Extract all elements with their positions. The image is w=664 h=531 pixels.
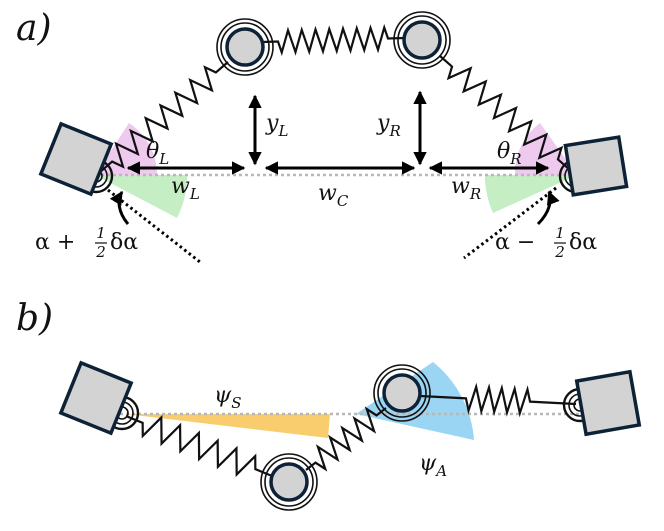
y-l-label: yL bbox=[265, 111, 288, 140]
svg-text:δα: δα bbox=[110, 230, 138, 255]
panel-a: a) bbox=[16, 8, 629, 264]
svg-text:1: 1 bbox=[96, 224, 106, 242]
left-block-b bbox=[58, 360, 134, 436]
svg-text:δα: δα bbox=[569, 230, 597, 255]
left-arm-line bbox=[107, 188, 201, 264]
right-mass-a bbox=[393, 11, 451, 69]
spring-right-a bbox=[439, 55, 571, 171]
svg-text:α −: α − bbox=[495, 230, 535, 255]
left-mass-a bbox=[216, 18, 274, 76]
panel-b: b) bbox=[16, 298, 642, 511]
right-arm-line bbox=[463, 186, 557, 260]
lower-mass-b bbox=[260, 453, 318, 511]
w-c-label: wC bbox=[318, 181, 349, 210]
w-r-label: wR bbox=[451, 174, 481, 203]
theta-r-label: θR bbox=[497, 139, 522, 168]
alpha-minus-label: α − 1 2 δα bbox=[495, 224, 597, 261]
alpha-plus-pointer bbox=[109, 190, 130, 225]
spring-left-a bbox=[99, 61, 229, 173]
w-l-label: wL bbox=[171, 174, 200, 203]
svg-text:2: 2 bbox=[95, 243, 106, 261]
left-block-a bbox=[38, 121, 114, 197]
right-block-a bbox=[563, 135, 629, 197]
right-block-b bbox=[574, 369, 642, 437]
panel-b-label: b) bbox=[16, 298, 53, 339]
alpha-plus-label: α + 1 2 δα bbox=[35, 224, 138, 261]
svg-text:α +: α + bbox=[35, 230, 75, 255]
psi-s-label: ψS bbox=[214, 383, 242, 412]
spring-center-a bbox=[261, 23, 405, 57]
spring-left-b bbox=[125, 414, 273, 478]
y-r-label: yR bbox=[376, 111, 401, 140]
theta-l-label: θL bbox=[146, 139, 169, 168]
springs-a bbox=[99, 23, 571, 173]
panel-a-label: a) bbox=[16, 8, 52, 49]
springs-b bbox=[125, 382, 577, 478]
alpha-minus-pointer bbox=[536, 190, 560, 226]
svg-text:2: 2 bbox=[554, 243, 565, 261]
alpha-r-wedge bbox=[484, 175, 577, 213]
upper-mass-b bbox=[373, 364, 431, 422]
svg-text:1: 1 bbox=[555, 224, 565, 242]
psi-a-label: ψA bbox=[419, 451, 447, 480]
spring-right-b bbox=[419, 382, 577, 418]
alpha-l-wedge bbox=[95, 175, 188, 218]
spring-center-b bbox=[305, 406, 387, 472]
psi-s-wedge bbox=[126, 414, 330, 438]
